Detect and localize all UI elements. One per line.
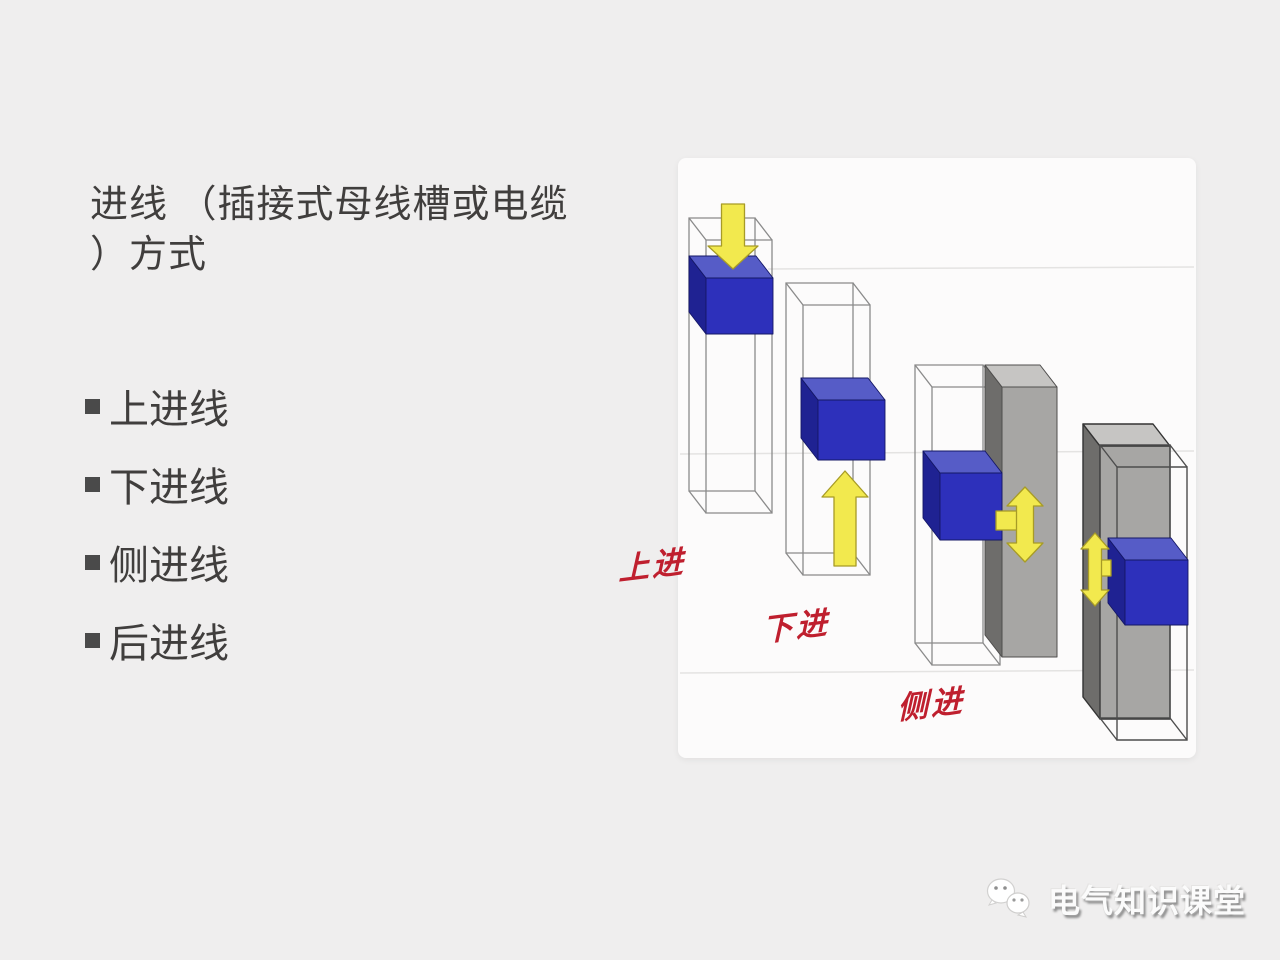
bullet-square-icon [85, 554, 100, 570]
wireframe-edge [914, 642, 933, 666]
wireframe-edge [688, 490, 707, 514]
wireframe-edge [1169, 717, 1188, 741]
page-title: 进线 （插接式母线槽或电缆 ）方式 [90, 180, 630, 280]
cabinet-rear-entry [1080, 423, 1189, 741]
list-item: 侧进线 [85, 538, 229, 588]
annotation-top-entry: 上进 [617, 543, 687, 589]
bullet-square-icon [85, 632, 100, 648]
wechat-icon [986, 878, 1030, 918]
busbar-block [705, 277, 774, 335]
wireframe-edge [914, 364, 933, 388]
wireframe-edge [754, 217, 773, 241]
down-arrow-icon [707, 203, 759, 270]
bullet-label: 后进线 [109, 621, 229, 666]
wireframe-edge [785, 552, 804, 576]
annotation-side-entry: 侧进 [896, 682, 966, 728]
list-item: 下进线 [85, 460, 229, 510]
page-title-line1: 进线 （插接式母线槽或电缆 [90, 184, 569, 226]
wireframe-edge [1169, 444, 1188, 468]
wireframe-edge [1099, 717, 1118, 741]
bullet-label: 上进线 [109, 387, 229, 432]
cabinet-top-entry [688, 203, 774, 514]
footer-logo: 电气知识课堂 [982, 872, 1246, 926]
up-arrow-icon [821, 470, 869, 567]
wireframe-edge [982, 642, 1001, 666]
bullet-list: 上进线 下进线 侧进线 后进线 [85, 382, 229, 694]
wireframe-edge [688, 217, 707, 241]
page-title-line2: ）方式 [90, 234, 208, 276]
annotation-bottom-entry: 下进 [761, 604, 831, 650]
busbar-block [1124, 559, 1189, 626]
cabinet-diagram [679, 203, 1195, 741]
bullet-label: 下进线 [109, 465, 229, 510]
wireframe-edge [754, 490, 773, 514]
bullet-square-icon [85, 476, 100, 492]
vertical-double-arrow-icon [1006, 486, 1044, 563]
logo-text: 电气知识课堂 [1048, 883, 1247, 919]
wireframe-edge [785, 282, 804, 306]
list-item: 上进线 [85, 382, 229, 432]
cabinet-side-entry [914, 364, 1058, 666]
wireframe-edge [852, 282, 871, 306]
busbar-block [817, 399, 886, 461]
bullet-square-icon [85, 398, 100, 414]
list-item: 后进线 [85, 616, 229, 666]
bullet-label: 侧进线 [109, 543, 229, 588]
busbar-block [939, 472, 1003, 541]
diagram-panel [678, 158, 1196, 758]
cabinet-bottom-entry [785, 282, 886, 576]
wireframe-edge [1099, 444, 1118, 468]
vertical-double-arrow-icon [1080, 532, 1110, 607]
faint-gridline [767, 266, 1195, 270]
